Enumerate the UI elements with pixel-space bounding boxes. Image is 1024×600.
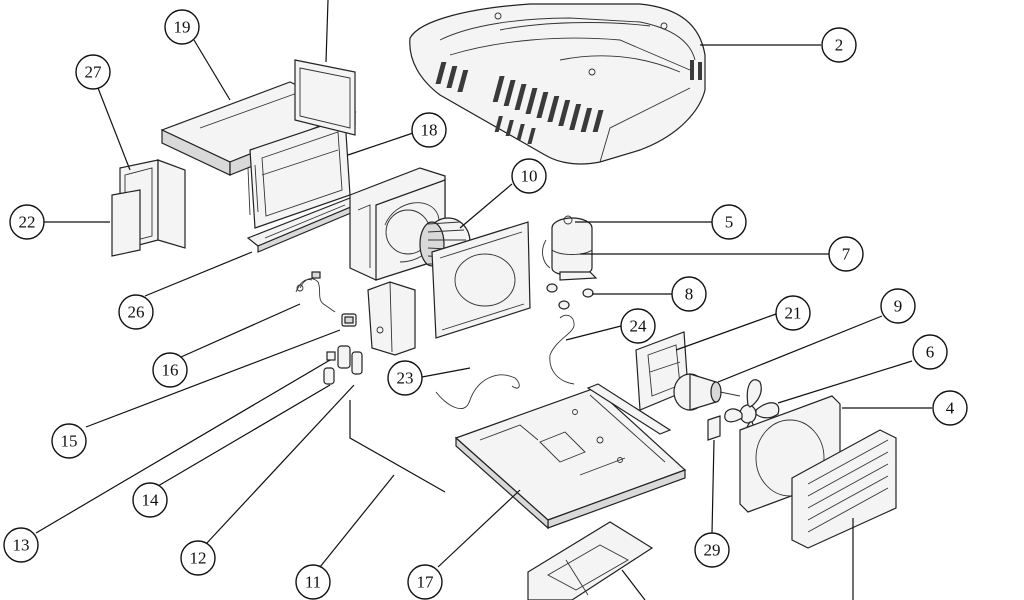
svg-text:6: 6: [926, 343, 935, 362]
svg-text:16: 16: [162, 361, 179, 380]
svg-text:5: 5: [725, 213, 734, 232]
shroud-vents: [435, 60, 702, 144]
svg-text:7: 7: [842, 245, 851, 264]
svg-text:14: 14: [142, 491, 160, 510]
callout-15: 15: [51, 423, 87, 459]
callout-12: 12: [180, 540, 216, 576]
callout-4: 4: [932, 390, 968, 426]
svg-text:18: 18: [421, 121, 438, 140]
callout-27: 27: [75, 54, 111, 90]
svg-text:29: 29: [704, 541, 721, 560]
part-motor-plate: [431, 221, 531, 339]
callout-18: 18: [411, 112, 447, 148]
part-compressor: [542, 215, 598, 281]
svg-text:21: 21: [785, 304, 802, 323]
callout-10: 10: [511, 158, 547, 194]
part-grommets: [546, 283, 594, 310]
part-capacitors: [323, 345, 363, 385]
svg-text:12: 12: [190, 549, 207, 568]
svg-text:8: 8: [685, 285, 694, 304]
svg-text:26: 26: [128, 303, 145, 322]
part-plate-22: [111, 189, 141, 257]
svg-text:15: 15: [61, 432, 78, 451]
svg-text:13: 13: [13, 536, 30, 555]
leader-lines: [35, 0, 932, 600]
svg-text:22: 22: [19, 213, 36, 232]
part-wire-harness: [295, 271, 336, 313]
callout-7: 7: [828, 236, 864, 272]
part-rail: [586, 383, 672, 435]
svg-text:9: 9: [894, 297, 903, 316]
svg-text:10: 10: [521, 167, 538, 186]
part-condenser: [739, 395, 897, 549]
callout-8: 8: [671, 276, 707, 312]
callout-11: 11: [295, 564, 331, 600]
callout-23: 23: [387, 360, 423, 396]
part-base-pan: [454, 387, 687, 530]
callout-22: 22: [9, 204, 45, 240]
callout-26: 26: [118, 294, 154, 330]
part-tube-23: [435, 374, 520, 409]
svg-text:23: 23: [397, 369, 414, 388]
svg-text:19: 19: [174, 18, 191, 37]
part-fan-motor: [673, 373, 741, 411]
part-relay: [341, 313, 357, 327]
svg-text:2: 2: [835, 36, 844, 55]
part-small-bracket: [707, 415, 721, 441]
callout-21: 21: [775, 295, 811, 331]
callout-6: 6: [912, 334, 948, 370]
callout-29: 29: [694, 532, 730, 568]
callout-5: 5: [711, 204, 747, 240]
svg-text:27: 27: [85, 63, 103, 82]
callout-9: 9: [880, 288, 916, 324]
svg-text:4: 4: [946, 399, 955, 418]
part-housing-18: [247, 59, 356, 229]
callout-2: 2: [821, 27, 857, 63]
svg-text:24: 24: [630, 317, 648, 336]
callout-13: 13: [3, 527, 39, 563]
callout-16: 16: [152, 352, 188, 388]
callout-24: 24: [620, 308, 656, 344]
svg-text:17: 17: [417, 573, 435, 592]
part-shroud: [409, 3, 706, 165]
part-tube-24: [549, 314, 575, 385]
svg-text:11: 11: [305, 573, 321, 592]
callout-14: 14: [132, 482, 168, 518]
part-ceiling-frame: [527, 521, 654, 600]
part-bracket: [367, 281, 416, 356]
callout-19: 19: [164, 9, 200, 45]
callout-17: 17: [407, 564, 443, 600]
